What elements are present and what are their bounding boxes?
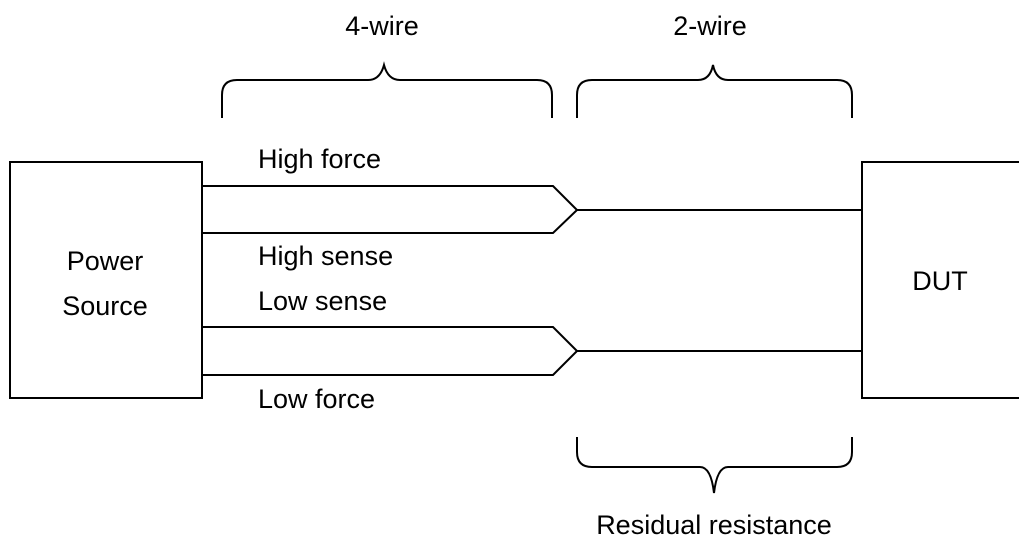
- two-wire-label: 2-wire: [673, 11, 747, 41]
- power-source-label-line1: Power: [67, 246, 144, 276]
- dut-label: DUT: [912, 266, 968, 296]
- residual-resistance-brace: [576, 437, 853, 494]
- low-sense-wire: [202, 326, 578, 352]
- high-force-label: High force: [258, 144, 381, 174]
- four-wire-brace: [221, 61, 553, 118]
- two-wire-brace: [576, 64, 853, 118]
- four-wire-label: 4-wire: [345, 11, 419, 41]
- low-force-label: Low force: [258, 384, 375, 414]
- residual-resistance-label: Residual resistance: [596, 510, 832, 540]
- low-sense-label: Low sense: [258, 286, 387, 316]
- high-sense-wire: [202, 209, 578, 234]
- high-force-wire: [202, 185, 578, 211]
- power-source-box: [9, 161, 203, 399]
- power-source-label-line2: Source: [62, 291, 148, 321]
- low-force-wire: [202, 350, 578, 376]
- dut-box: [861, 161, 1019, 399]
- high-sense-label: High sense: [258, 241, 393, 271]
